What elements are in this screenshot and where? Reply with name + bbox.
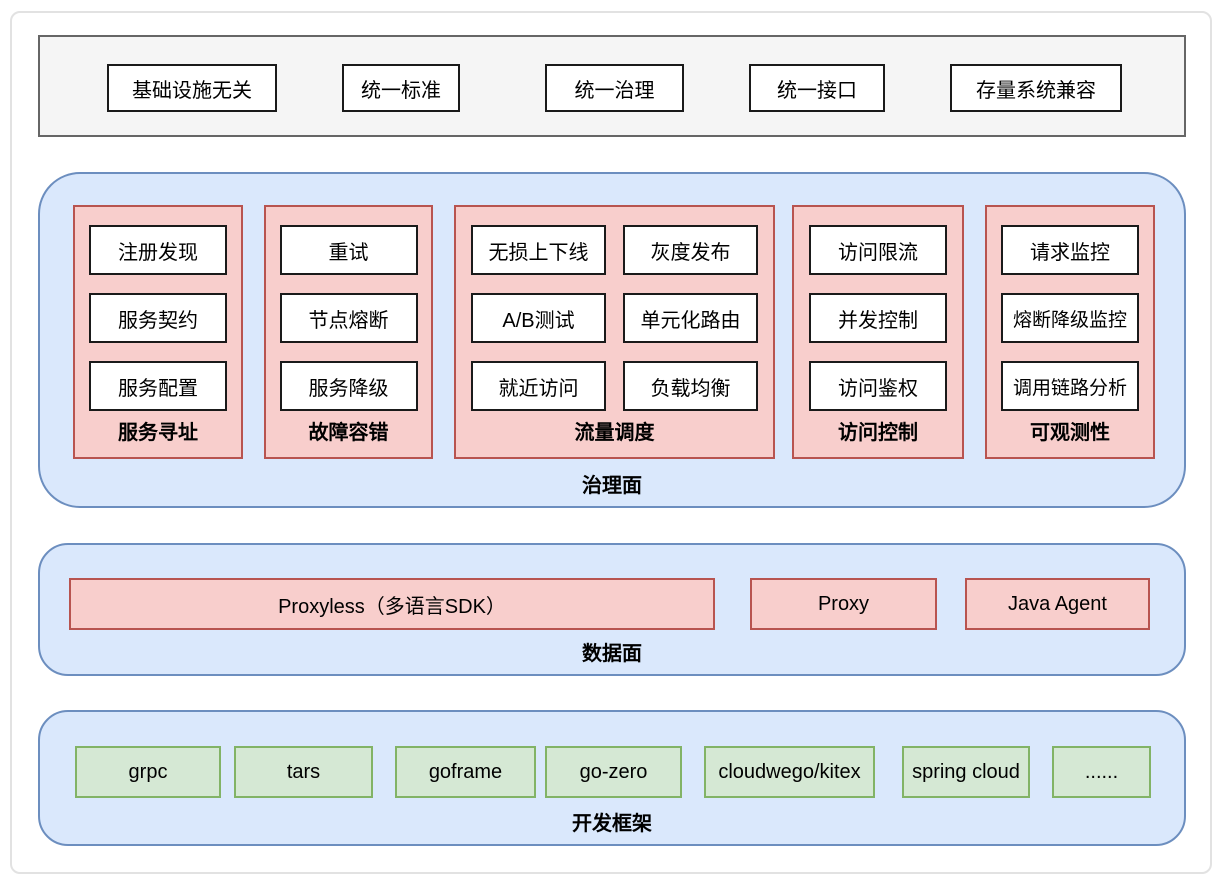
tag-unified-governance: 统一治理 xyxy=(545,64,684,112)
capability-box: 灰度发布 xyxy=(623,225,758,275)
capability-box: 单元化路由 xyxy=(623,293,758,343)
tag-unified-standard: 统一标准 xyxy=(342,64,460,112)
capability-box: 负载均衡 xyxy=(623,361,758,411)
framework-item-cloudwego-kitex: cloudwego/kitex xyxy=(704,746,875,798)
framework-item-spring-cloud: spring cloud xyxy=(902,746,1030,798)
data-plane: Proxyless（多语言SDK） Proxy Java Agent 数据面 xyxy=(38,543,1186,676)
capability-box: 节点熔断 xyxy=(279,293,418,343)
section-access-control: 访问限流 并发控制 访问鉴权 访问控制 xyxy=(792,205,964,459)
tag-unified-interface: 统一接口 xyxy=(749,64,885,112)
framework-item-go-zero: go-zero xyxy=(545,746,682,798)
section-label: 服务寻址 xyxy=(118,422,198,444)
framework-item-tars: tars xyxy=(234,746,373,798)
framework-item-grpc: grpc xyxy=(75,746,221,798)
capability-box: 注册发现 xyxy=(89,225,227,275)
dev-frameworks-plane: grpc tars goframe go-zero cloudwego/kite… xyxy=(38,710,1186,846)
capability-box: 服务降级 xyxy=(279,361,418,411)
capability-box: 服务契约 xyxy=(89,293,227,343)
tag-infrastructure-agnostic: 基础设施无关 xyxy=(107,64,277,112)
governance-plane-label: 治理面 xyxy=(582,475,642,497)
data-plane-label: 数据面 xyxy=(582,643,642,665)
capability-box: 访问鉴权 xyxy=(809,361,947,411)
capability-box: 并发控制 xyxy=(809,293,947,343)
section-fault-tolerance: 重试 节点熔断 服务降级 故障容错 xyxy=(264,205,433,459)
dev-frameworks-label: 开发框架 xyxy=(572,813,652,835)
dataplane-item-proxy: Proxy xyxy=(750,578,937,630)
section-label: 访问控制 xyxy=(838,422,918,444)
dataplane-item-java-agent: Java Agent xyxy=(965,578,1150,630)
capability-box: A/B测试 xyxy=(471,293,606,343)
section-service-addressing: 注册发现 服务契约 服务配置 服务寻址 xyxy=(73,205,243,459)
section-label: 故障容错 xyxy=(308,422,389,444)
capability-box: 服务配置 xyxy=(89,361,227,411)
capability-box: 调用链路分析 xyxy=(1001,361,1139,411)
framework-item-goframe: goframe xyxy=(395,746,536,798)
dataplane-item-proxyless: Proxyless（多语言SDK） xyxy=(69,578,715,630)
section-label: 可观测性 xyxy=(1030,422,1110,444)
section-label: 流量调度 xyxy=(574,422,655,444)
governance-plane: 注册发现 服务契约 服务配置 服务寻址 重试 节点熔断 服务降级 故障容错 无损… xyxy=(38,172,1186,508)
capability-box: 重试 xyxy=(279,225,418,275)
tag-legacy-system-compat: 存量系统兼容 xyxy=(950,64,1122,112)
framework-item-more: ...... xyxy=(1052,746,1151,798)
principles-bar: 基础设施无关 统一标准 统一治理 统一接口 存量系统兼容 xyxy=(38,35,1186,137)
section-observability: 请求监控 熔断降级监控 调用链路分析 可观测性 xyxy=(985,205,1155,459)
capability-box: 就近访问 xyxy=(471,361,606,411)
section-traffic-scheduling: 无损上下线 灰度发布 A/B测试 单元化路由 就近访问 负载均衡 流量调度 xyxy=(454,205,775,459)
capability-box: 无损上下线 xyxy=(471,225,606,275)
capability-box: 访问限流 xyxy=(809,225,947,275)
capability-box: 请求监控 xyxy=(1001,225,1139,275)
capability-box: 熔断降级监控 xyxy=(1001,293,1139,343)
